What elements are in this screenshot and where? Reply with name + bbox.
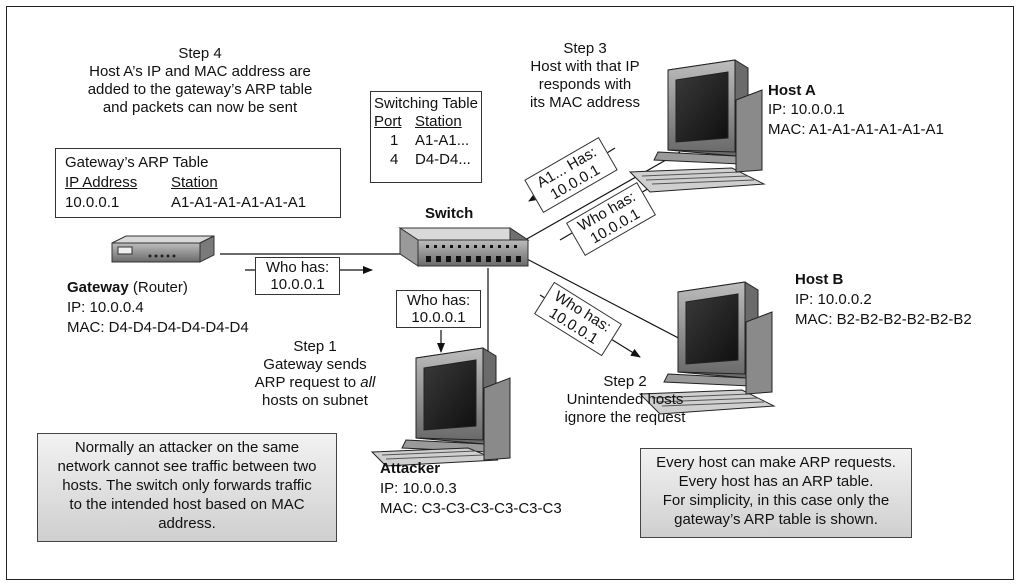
step3-line: its MAC address <box>529 94 641 111</box>
step2-text: Step 2 Unintended hosts ignore the reque… <box>550 373 700 427</box>
packet-who-has: Who has: <box>265 259 330 276</box>
note-line: gateway’s ARP table is shown. <box>674 511 878 528</box>
switching-table-cell: 1 <box>390 132 399 149</box>
switch-icon <box>398 227 530 267</box>
host-b-ip: IP: 10.0.0.2 <box>795 291 872 308</box>
step2-line: ignore the request <box>564 409 686 426</box>
step4-line: Host A’s IP and MAC address are <box>89 63 311 80</box>
packet-label-gateway: Who has: 10.0.0.1 <box>255 257 340 295</box>
note-attacker-visibility: Normally an attacker on the same network… <box>37 433 337 542</box>
switching-table: Switching Table Port Station 1 A1-A1... … <box>370 91 482 183</box>
step2-line: Unintended hosts <box>566 391 684 408</box>
host-a-ip: IP: 10.0.0.1 <box>768 101 845 118</box>
cable-switch-hosta <box>524 151 681 241</box>
gateway-label: Gateway (Router) <box>67 279 188 297</box>
step3-text: Step 3 Host with that IP responds with i… <box>505 40 665 112</box>
switching-table-title: Switching Table <box>374 95 478 112</box>
step4-line: and packets can now be sent <box>102 99 298 116</box>
step3-line: Host with that IP <box>530 58 640 75</box>
packet-label-attacker: Who has: 10.0.0.1 <box>396 290 481 328</box>
host-b-computer-icon <box>638 281 776 415</box>
gateway-arp-table: Gateway’s ARP Table IP Address Station 1… <box>55 148 341 218</box>
note-line: address. <box>158 515 216 532</box>
router-icon <box>111 235 215 263</box>
host-a-name: Host A <box>768 82 816 99</box>
gateway-ip: IP: 10.0.0.4 <box>67 299 144 316</box>
arp-table-cell: A1-A1-A1-A1-A1-A1 <box>171 194 307 211</box>
switch-label: Switch <box>425 205 474 222</box>
gateway-mac: MAC: D4-D4-D4-D4-D4-D4 <box>67 319 249 336</box>
attacker-ip: IP: 10.0.0.3 <box>380 480 457 497</box>
note-line: For simplicity, in this case only the <box>662 492 890 509</box>
attacker-name: Attacker <box>380 460 441 477</box>
cable-switch-hostb <box>524 257 689 344</box>
switching-table-cell: D4-D4... <box>415 151 471 168</box>
packet-ip: 10.0.0.1 <box>270 276 325 293</box>
switching-table-cell: A1-A1... <box>415 132 470 149</box>
host-b-name: Host B <box>795 271 844 288</box>
host-a-computer-icon <box>628 59 766 193</box>
gateway-name: Gateway <box>67 279 129 296</box>
gateway-suffix: (Router) <box>132 279 188 296</box>
note-line: network cannot see traffic between two <box>57 458 317 475</box>
step1-line2-text: ARP request to <box>254 374 361 391</box>
step3-title: Step 3 <box>563 40 607 57</box>
packet-ip: 10.0.0.1 <box>411 309 466 326</box>
switching-table-header-station: Station <box>415 113 462 130</box>
note-line: hosts. The switch only forwards traffic <box>62 477 312 494</box>
step1-line2-emphasis: all <box>360 374 376 391</box>
step4-line: added to the gateway’s ARP table <box>87 81 313 98</box>
host-b-mac: MAC: B2-B2-B2-B2-B2-B2 <box>795 311 972 328</box>
step4-title: Step 4 <box>178 45 222 62</box>
arp-table-header-ip: IP Address <box>65 174 138 191</box>
arp-table-cell: 10.0.0.1 <box>65 194 120 211</box>
step4-text: Step 4 Host A’s IP and MAC address are a… <box>60 45 340 117</box>
step1-title: Step 1 <box>293 338 337 355</box>
diagram-frame <box>6 6 1014 580</box>
host-a-mac: MAC: A1-A1-A1-A1-A1-A1 <box>768 121 944 138</box>
step1-line: hosts on subnet <box>262 392 368 409</box>
step3-line: responds with <box>538 76 632 93</box>
step2-title: Step 2 <box>603 373 647 390</box>
step1-line: ARP request to all <box>240 374 390 392</box>
note-line: Every host can make ARP requests. <box>656 454 896 471</box>
switching-table-cell: 4 <box>390 151 399 168</box>
note-line: Normally an attacker on the same <box>74 439 300 456</box>
arp-table-header-station: Station <box>171 174 218 191</box>
arp-table-title: Gateway’s ARP Table <box>65 154 209 171</box>
step1-text: Step 1 Gateway sends ARP request to all … <box>240 338 390 410</box>
attacker-mac: MAC: C3-C3-C3-C3-C3-C3 <box>380 500 562 517</box>
note-line: to the intended host based on MAC <box>69 496 305 513</box>
switching-table-header-port: Port <box>374 113 402 130</box>
step1-line: Gateway sends <box>263 356 367 373</box>
packet-who-has: Who has: <box>406 292 471 309</box>
note-arp-tables: Every host can make ARP requests. Every … <box>640 448 912 538</box>
note-line: Every host has an ARP table. <box>678 473 874 490</box>
switching-table-border <box>370 91 482 183</box>
attacker-computer-icon <box>370 347 511 467</box>
